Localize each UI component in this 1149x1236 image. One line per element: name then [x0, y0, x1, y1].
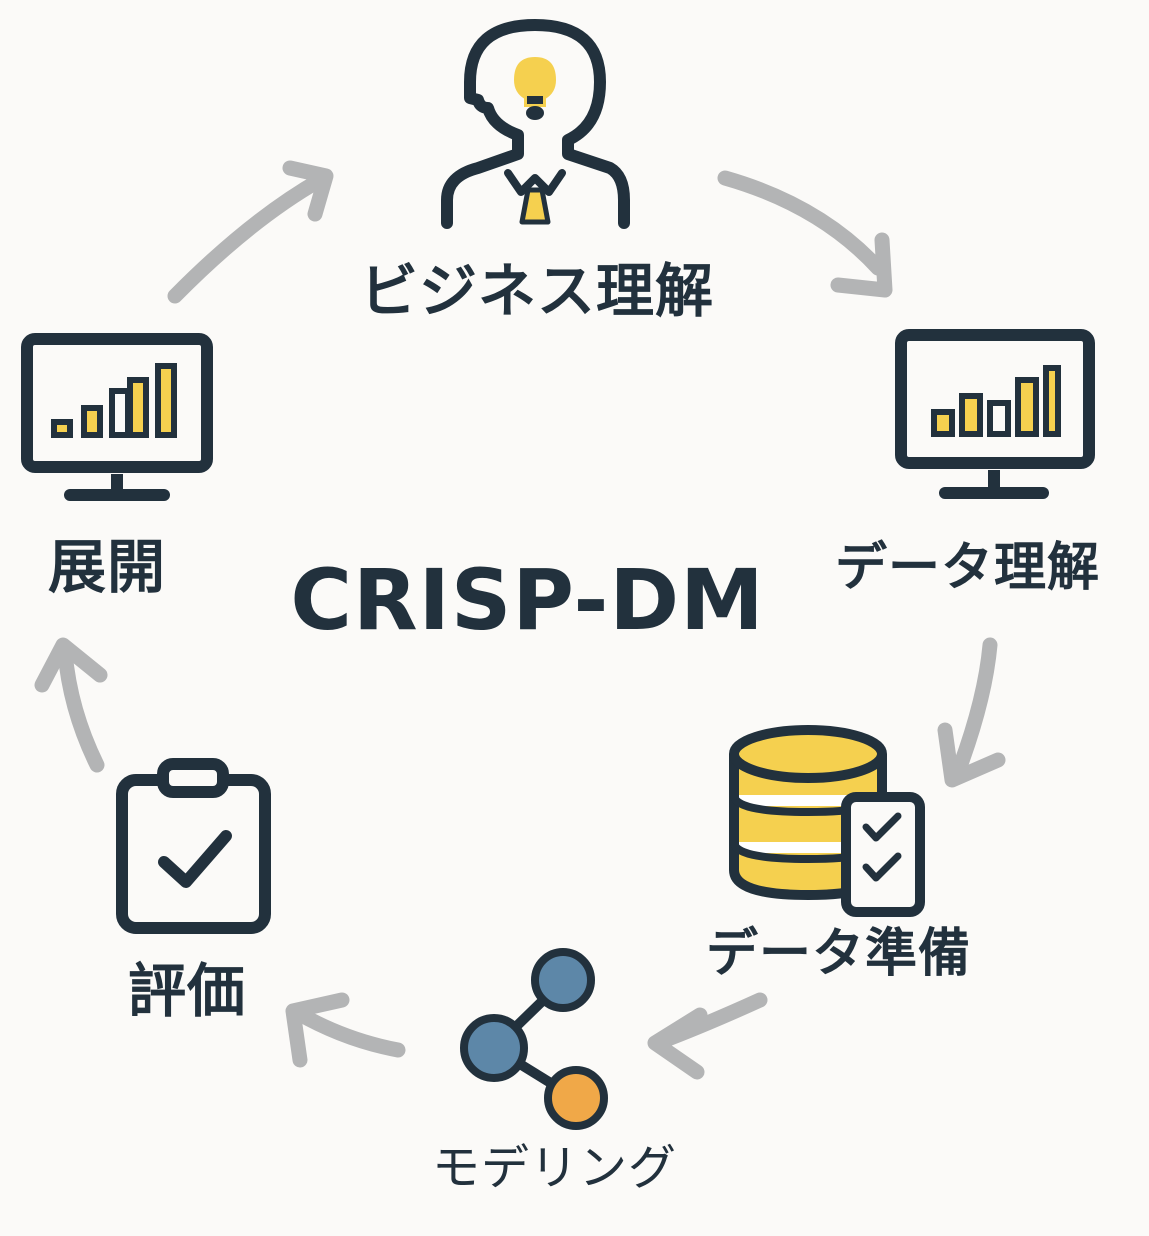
database-checklist-icon — [729, 725, 925, 917]
clipboard-check-icon — [116, 758, 271, 934]
arrow-preparation-to-modeling — [647, 992, 768, 1080]
phase-label-evaluation: 評価 — [128, 957, 247, 1025]
arrow-modeling-to-evaluation — [285, 992, 406, 1068]
person-lightbulb-icon — [441, 19, 630, 229]
diagram-title: CRISP-DM — [290, 551, 765, 649]
monitor-bar-chart-icon — [21, 333, 213, 501]
phase-label-data-preparation: データ準備 — [706, 924, 972, 984]
phase-label-modeling: モデリング — [432, 1140, 678, 1196]
phase-label-business-understanding: ビジネス理解 — [360, 257, 715, 325]
arrow-data-understanding-to-preparation — [937, 637, 1006, 788]
arrow-business-to-data-understanding — [717, 170, 893, 298]
arrow-evaluation-to-deployment — [34, 637, 108, 773]
network-nodes-icon — [460, 948, 608, 1130]
phase-label-deployment: 展開 — [48, 533, 167, 601]
phase-label-data-understanding: データ理解 — [835, 538, 1101, 598]
arrow-deployment-to-business — [167, 160, 334, 304]
monitor-bar-chart-icon — [895, 329, 1095, 499]
